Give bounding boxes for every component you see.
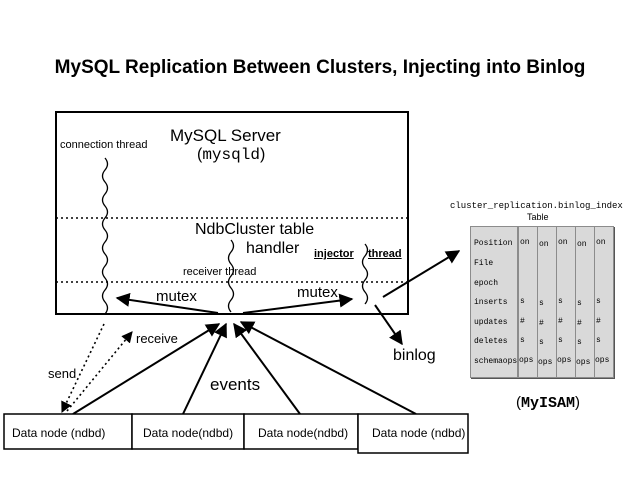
- receive-label: receive: [136, 331, 178, 346]
- cell-hash: #: [558, 317, 563, 326]
- mutex-right-arrow: [242, 293, 354, 314]
- injector-to-index-arrow: [382, 250, 461, 298]
- row-label-updates: updates: [474, 318, 508, 327]
- cell-hash: #: [596, 317, 601, 326]
- send-arrow: [61, 323, 105, 414]
- cell-s: s: [558, 297, 563, 306]
- cell-s: s: [596, 297, 601, 306]
- thread-label: thread: [368, 248, 402, 260]
- cell-s: s: [558, 336, 563, 345]
- cell-hash: #: [539, 319, 544, 328]
- cell-s: s: [596, 336, 601, 345]
- data-node-box-1: [3, 413, 133, 450]
- data-node-box-4: [357, 413, 469, 454]
- row-label-position: Position: [474, 239, 513, 248]
- mysql-server-box: [55, 111, 409, 315]
- row-label-schemaops: schemaops: [474, 357, 518, 366]
- data-node-3: Data node(ndbd): [258, 426, 349, 440]
- page-title: MySQL Replication Between Clusters, Inje…: [54, 57, 586, 78]
- row-label-inserts: inserts: [474, 298, 508, 307]
- mysql-server-label: MySQL Server: [170, 126, 281, 145]
- receiver-thread-squiggle: [227, 239, 235, 313]
- cell-s: s: [520, 297, 525, 306]
- mutex-left-label: mutex: [156, 288, 197, 305]
- events-arrow-node1: [72, 323, 221, 415]
- injector-thread-squiggle: [361, 243, 369, 305]
- row-label-deletes: deletes: [474, 337, 508, 346]
- binlog-label: binlog: [393, 347, 436, 364]
- send-label: send: [48, 366, 77, 381]
- handler-label-line1: NdbCluster table: [195, 221, 315, 238]
- data-node-4: Data node (ndbd): [372, 426, 466, 440]
- receive-arrow: [66, 331, 133, 412]
- injector-to-binlog-arrow: [374, 304, 403, 346]
- handler-label-line2: handler: [246, 240, 300, 257]
- cell-s: s: [520, 336, 525, 345]
- row-label-epoch: epoch: [474, 279, 499, 288]
- connection-thread-squiggle: [101, 157, 109, 315]
- events-arrow-node2: [182, 322, 227, 415]
- data-node-box-3: [243, 413, 359, 450]
- events-label: events: [210, 375, 261, 394]
- cell-hash: #: [520, 317, 525, 326]
- connection-thread-label: connection thread: [60, 139, 148, 151]
- injector-label: injector: [314, 248, 354, 260]
- cell-on: on: [577, 240, 587, 249]
- cell-s: s: [539, 338, 544, 347]
- cell-on: on: [539, 240, 549, 249]
- table-column: [594, 226, 614, 378]
- myisam-label: (MyISAM): [516, 394, 581, 412]
- table-column: [470, 226, 518, 378]
- cell-s: s: [577, 338, 582, 347]
- cell-ops: ops: [557, 356, 572, 365]
- cell-s: s: [539, 299, 544, 308]
- binlog-index-subtitle: Table: [527, 212, 549, 222]
- cell-on: on: [520, 238, 530, 247]
- events-arrow-node3: [233, 322, 301, 415]
- cell-ops: ops: [595, 356, 610, 365]
- mysqld-label: (mysqld): [197, 146, 266, 164]
- cell-s: s: [577, 299, 582, 308]
- receiver-thread-label: receiver thread: [183, 266, 257, 278]
- cell-ops: ops: [576, 358, 591, 367]
- cell-on: on: [596, 238, 606, 247]
- cell-ops: ops: [519, 356, 534, 365]
- events-arrow-node4: [239, 321, 417, 415]
- cell-hash: #: [577, 319, 582, 328]
- data-node-1: Data node (ndbd): [12, 426, 106, 440]
- binlog-index-title: cluster_replication.binlog_index: [450, 201, 623, 211]
- mutex-left-arrow: [115, 292, 219, 314]
- cell-ops: ops: [538, 358, 553, 367]
- data-node-box-2: [131, 413, 245, 450]
- row-label-file: File: [474, 259, 494, 268]
- mutex-right-label: mutex: [297, 284, 338, 301]
- cell-on: on: [558, 238, 568, 247]
- data-node-2: Data node(ndbd): [143, 426, 234, 440]
